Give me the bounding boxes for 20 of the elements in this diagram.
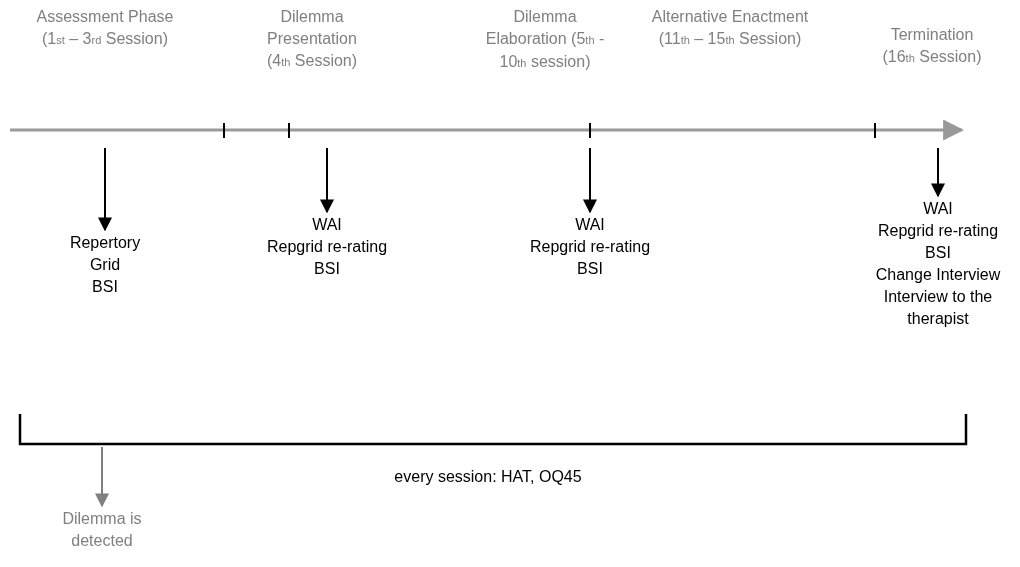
measure-text: Interview to the therapist	[882, 287, 994, 329]
measure-text: Repgrid re-rating	[528, 237, 652, 257]
event-text: Dilemma is detected	[61, 509, 143, 551]
measure-text: Repertory Grid	[68, 233, 142, 275]
measure-text: BSI	[924, 243, 952, 263]
arrow	[98, 147, 112, 232]
measure-text: Repgrid re-rating	[265, 237, 389, 257]
measure-text: BSI	[313, 259, 341, 279]
measure-text: Change Interview	[874, 265, 1002, 285]
measure-text: WAI	[311, 215, 343, 235]
measure-text: WAI	[574, 215, 606, 235]
arrow	[931, 147, 945, 198]
arrow	[320, 147, 334, 214]
measure-text: WAI	[922, 199, 954, 219]
arrow	[583, 147, 597, 214]
measure-text: Repgrid re-rating	[876, 221, 1000, 241]
measure-text: BSI	[91, 277, 119, 297]
note-text: every session: HAT, OQ45	[394, 467, 582, 487]
measure-text: BSI	[576, 259, 604, 279]
arrow	[95, 446, 109, 508]
